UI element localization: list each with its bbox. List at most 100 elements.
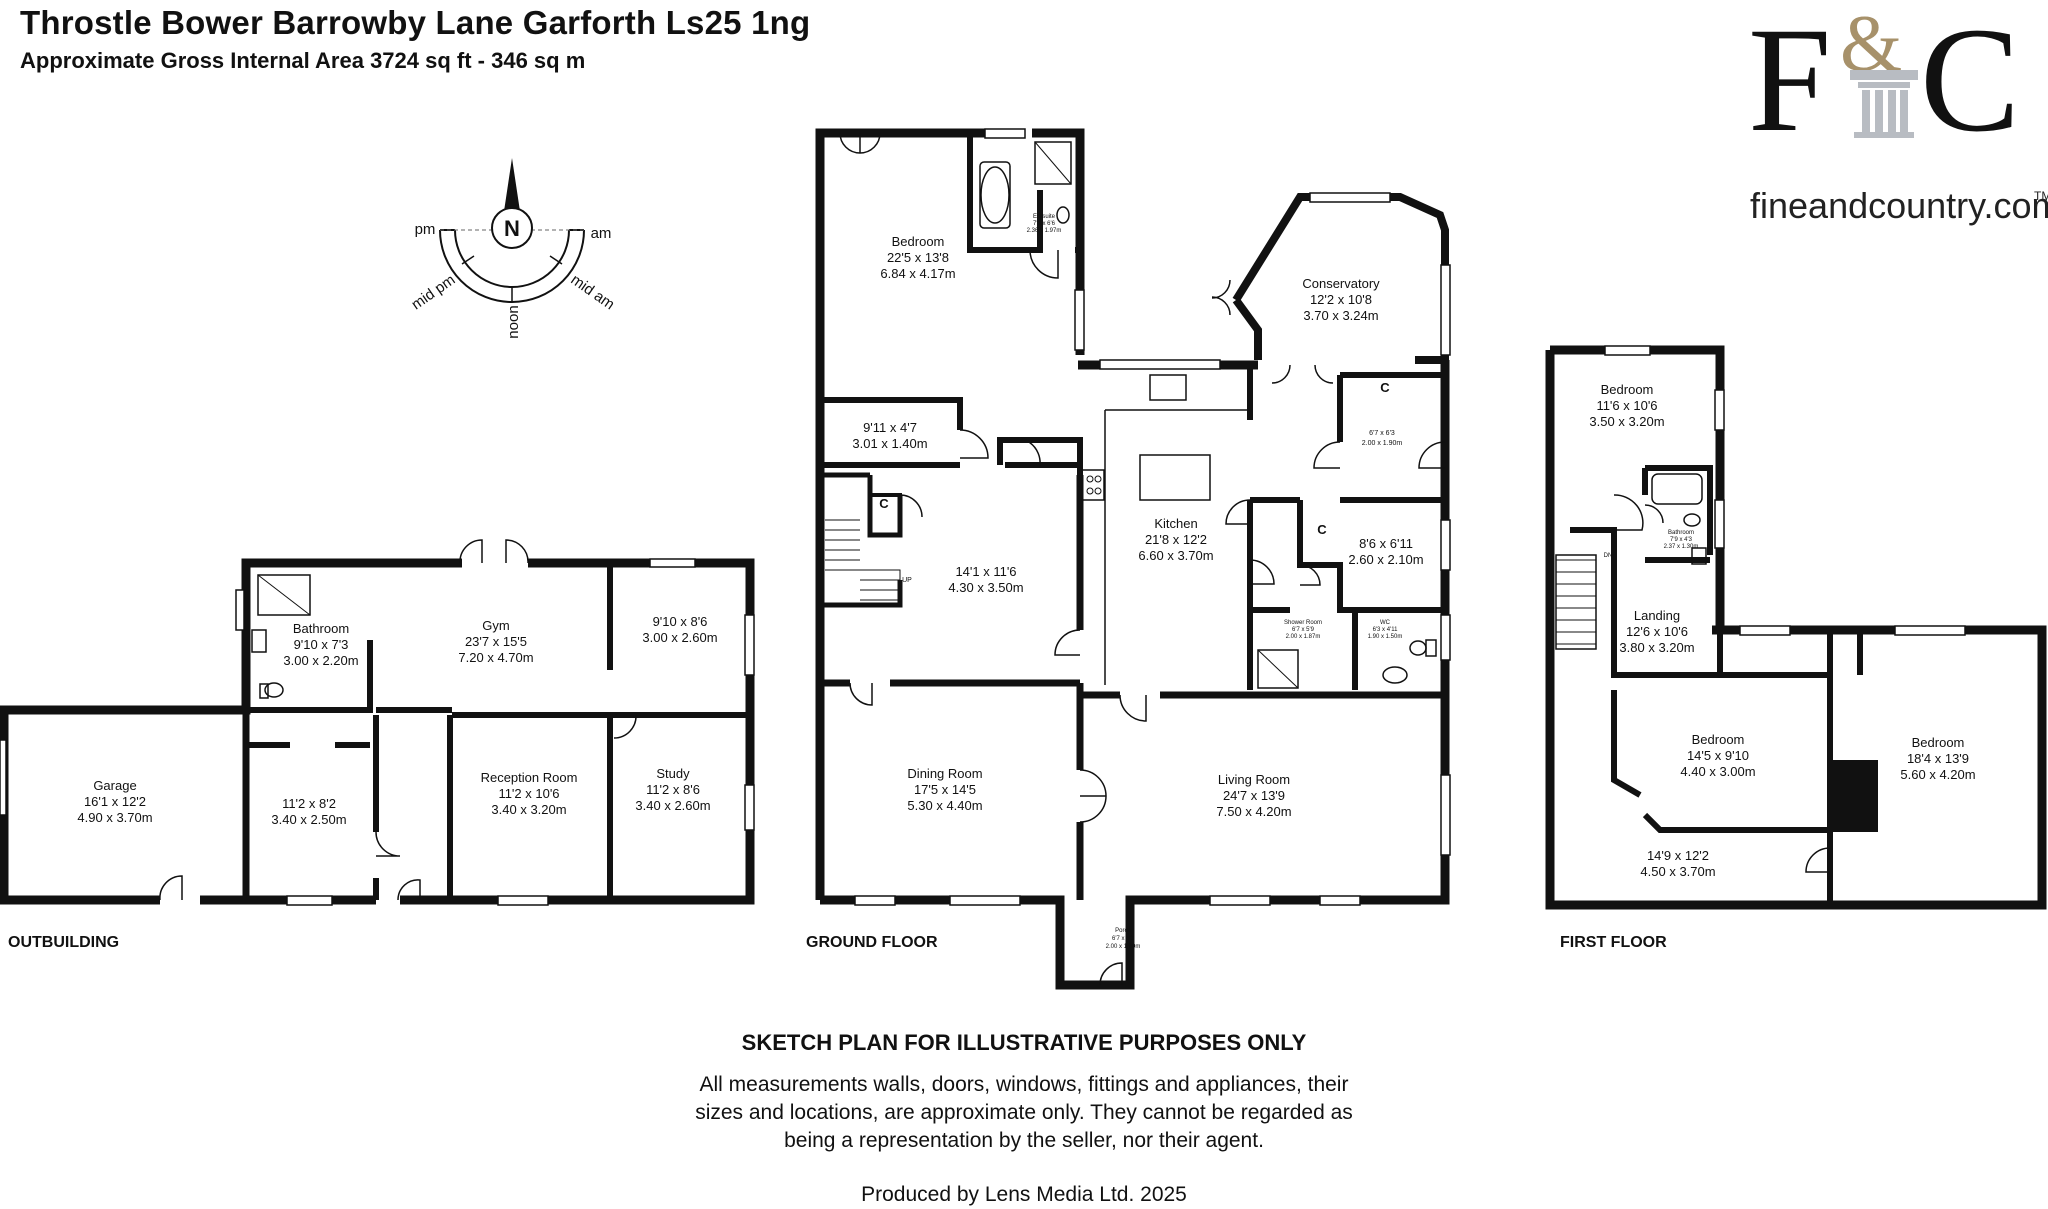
gym-name: Gym bbox=[482, 618, 509, 633]
gf-store-imperial: 6'7 x 6'3 bbox=[1369, 430, 1395, 437]
hall-metric: 4.30 x 3.50m bbox=[948, 580, 1023, 595]
living-imperial: 24'7 x 13'9 bbox=[1223, 788, 1285, 803]
out-room2-imperial: 9'10 x 8'6 bbox=[653, 614, 708, 629]
first-floor-plan bbox=[1545, 345, 2047, 910]
reception-metric: 3.40 x 3.20m bbox=[491, 802, 566, 817]
gf-store-metric: 2.00 x 1.90m bbox=[1362, 440, 1403, 447]
gf-small-metric: 3.01 x 1.40m bbox=[852, 436, 927, 451]
logo-letter-c: C bbox=[1920, 0, 2020, 163]
disclaimer-line-1: All measurements walls, doors, windows, … bbox=[699, 1073, 1349, 1096]
outbuilding-label: OUTBUILDING bbox=[8, 934, 120, 951]
ff-bedroom2-name: Bedroom bbox=[1692, 732, 1745, 747]
wc-metric: 1.90 x 1.50m bbox=[1368, 634, 1403, 640]
gf-bedroom-metric: 6.84 x 4.17m bbox=[880, 266, 955, 281]
hall-imperial: 14'1 x 11'6 bbox=[955, 564, 1016, 579]
disclaimer-line-3: being a representation by the seller, no… bbox=[784, 1129, 1264, 1152]
outbuilding-labels: Garage 16'1 x 12'2 4.90 x 3.70m 11'2 x 8… bbox=[77, 614, 717, 827]
outbuilding-plan bbox=[0, 539, 755, 906]
kitchen-name: Kitchen bbox=[1154, 516, 1197, 531]
gym-imperial: 23'7 x 15'5 bbox=[465, 634, 527, 649]
landing-name: Landing bbox=[1634, 608, 1680, 623]
dining-name: Dining Room bbox=[907, 766, 982, 781]
chimney-breast-shape bbox=[1830, 760, 1878, 832]
first-floor-labels: Bedroom 11'6 x 10'6 3.50 x 3.20m Bathroo… bbox=[1589, 382, 1975, 879]
ff-bedroom3-metric: 5.60 x 4.20m bbox=[1900, 767, 1975, 782]
logo-column-icon bbox=[1850, 70, 1918, 138]
porch-imperial: 6'7 x 5'3 bbox=[1112, 936, 1135, 942]
first-floor-label: FIRST FLOOR bbox=[1560, 934, 1667, 951]
out-bathroom-metric: 3.00 x 2.20m bbox=[283, 653, 358, 668]
gf-stairs-up-label: UP bbox=[902, 577, 912, 584]
ensuite-imperial: 7'9 x 6'6 bbox=[1033, 221, 1056, 227]
compass-north-label: N bbox=[504, 216, 520, 241]
ff-bedroom3-name: Bedroom bbox=[1912, 735, 1965, 750]
ff-bathroom-imperial: 7'9 x 4'3 bbox=[1670, 537, 1693, 543]
compass-mid-am-label: mid am bbox=[568, 271, 618, 313]
gf-bedroom-imperial: 22'5 x 13'8 bbox=[887, 250, 949, 265]
compass-am-label: am bbox=[591, 225, 612, 242]
shower-metric: 2.00 x 1.87m bbox=[1286, 634, 1321, 640]
ff-bathroom-name: Bathroom bbox=[1668, 530, 1694, 536]
utility-metric: 2.60 x 2.10m bbox=[1348, 552, 1423, 567]
shower-name: Shower Room bbox=[1284, 620, 1322, 626]
out-bathroom-imperial: 9'10 x 7'3 bbox=[294, 637, 349, 652]
study-imperial: 11'2 x 8'6 bbox=[646, 782, 700, 797]
ff-bathroom-metric: 2.37 x 1.30m bbox=[1664, 544, 1699, 550]
study-metric: 3.40 x 2.60m bbox=[635, 798, 710, 813]
landing-metric: 3.80 x 3.20m bbox=[1619, 640, 1694, 655]
out-room2-metric: 3.00 x 2.60m bbox=[642, 630, 717, 645]
garage-name: Garage bbox=[93, 778, 136, 793]
ground-floor-labels: Bedroom 22'5 x 13'8 6.84 x 4.17m En-suit… bbox=[852, 214, 1423, 950]
kitchen-metric: 6.60 x 3.70m bbox=[1138, 548, 1213, 563]
ground-floor-plan bbox=[815, 128, 1451, 990]
conservatory-name: Conservatory bbox=[1302, 276, 1380, 291]
compass-pm-label: pm bbox=[415, 221, 436, 238]
ff-stairs-down-label: DN bbox=[1604, 553, 1613, 559]
ff-bedroom1-name: Bedroom bbox=[1601, 382, 1654, 397]
gf-cupboard-label-2: C bbox=[1380, 380, 1390, 395]
ff-room-metric: 4.50 x 3.70m bbox=[1640, 864, 1715, 879]
compass-noon-label: noon bbox=[505, 305, 522, 338]
producer-credit: Produced by Lens Media Ltd. 2025 bbox=[861, 1183, 1187, 1206]
kitchen-imperial: 21'8 x 12'2 bbox=[1145, 532, 1207, 547]
dining-metric: 5.30 x 4.40m bbox=[907, 798, 982, 813]
logo-website: fineandcountry.com bbox=[1750, 185, 2048, 226]
gf-cupboard-label-1: C bbox=[879, 496, 889, 511]
gf-cupboard-label-3: C bbox=[1317, 522, 1327, 537]
gross-area-subtitle: Approximate Gross Internal Area 3724 sq … bbox=[20, 48, 586, 73]
garage-metric: 4.90 x 3.70m bbox=[77, 810, 152, 825]
disclaimer-body: All measurements walls, doors, windows, … bbox=[0, 1071, 2048, 1155]
gym-metric: 7.20 x 4.70m bbox=[458, 650, 533, 665]
logo-letter-f: F bbox=[1748, 0, 1831, 163]
ensuite-name: En-suite bbox=[1033, 214, 1056, 220]
wc-name: WC bbox=[1380, 620, 1391, 626]
ff-bedroom2-metric: 4.40 x 3.00m bbox=[1680, 764, 1755, 779]
out-room-imperial: 11'2 x 8'2 bbox=[282, 796, 336, 811]
porch-name: Porch bbox=[1115, 928, 1131, 934]
shower-imperial: 6'7 x 5'9 bbox=[1292, 627, 1315, 633]
ff-room-imperial: 14'9 x 12'2 bbox=[1647, 848, 1709, 863]
study-name: Study bbox=[656, 766, 690, 781]
porch-metric: 2.00 x 1.60m bbox=[1106, 944, 1141, 950]
conservatory-metric: 3.70 x 3.24m bbox=[1303, 308, 1378, 323]
dining-imperial: 17'5 x 14'5 bbox=[914, 782, 976, 797]
fine-and-country-logo: F & C fineandcountry.com TM bbox=[1748, 0, 2048, 226]
garage-imperial: 16'1 x 12'2 bbox=[84, 794, 146, 809]
ff-bedroom1-imperial: 11'6 x 10'6 bbox=[1596, 398, 1657, 413]
out-room-metric: 3.40 x 2.50m bbox=[271, 812, 346, 827]
plan-title: Throstle Bower Barrowby Lane Garforth Ls… bbox=[20, 4, 811, 41]
ground-floor-label: GROUND FLOOR bbox=[806, 934, 938, 951]
compass-needle-icon bbox=[503, 158, 521, 218]
wc-imperial: 6'3 x 4'11 bbox=[1373, 627, 1399, 633]
ff-bedroom2-imperial: 14'5 x 9'10 bbox=[1687, 748, 1749, 763]
living-metric: 7.50 x 4.20m bbox=[1216, 804, 1291, 819]
logo-trademark: TM bbox=[2034, 189, 2048, 203]
living-name: Living Room bbox=[1218, 772, 1290, 787]
disclaimer-line-2: sizes and locations, are approximate onl… bbox=[695, 1101, 1353, 1124]
utility-imperial: 8'6 x 6'11 bbox=[1359, 536, 1413, 551]
landing-imperial: 12'6 x 10'6 bbox=[1626, 624, 1688, 639]
gf-bedroom-name: Bedroom bbox=[892, 234, 945, 249]
ff-bedroom3-imperial: 18'4 x 13'9 bbox=[1907, 751, 1969, 766]
out-bathroom-name: Bathroom bbox=[293, 621, 349, 636]
